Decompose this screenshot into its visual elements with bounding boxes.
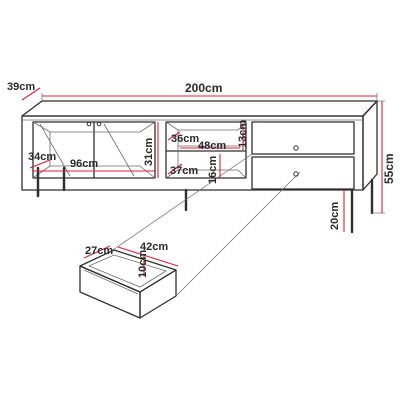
middle-shelves-corner-top: [237, 121, 247, 131]
middle-shelves-inner-wall: [165, 121, 179, 179]
shelf-depth-dim-line: [167, 131, 181, 141]
shelf-depth-label: 36cm: [171, 133, 199, 145]
left-compartment-height-label: 31cm: [143, 138, 155, 166]
left-depth-dim-line: [29, 159, 51, 169]
drawer-leader-line-2: [109, 153, 253, 253]
drawer-depth-label: 27cm: [85, 245, 113, 257]
left-compartment-corner-top: [139, 121, 156, 133]
lower-shelf-depth-label: 37cm: [170, 165, 198, 177]
cabinet: [21, 100, 378, 191]
upper-drawer-knob: [293, 145, 299, 151]
drawer-detail: [79, 153, 301, 319]
left-compartment-inner-wall: [32, 121, 51, 179]
drawer-leader-line-1: [175, 171, 301, 297]
lower-shelf-depth-dim-line: [167, 163, 183, 175]
left-compartment-width-label: 96cm: [70, 158, 98, 170]
height-label: 55cm: [382, 153, 396, 184]
drawer-depth-dim-line: [83, 245, 111, 259]
drawer-front-edge: [83, 269, 139, 295]
drawer-width-dim-line: [117, 246, 179, 267]
left-compartment-depth-label: 34cm: [28, 151, 56, 163]
upper-shelf-height-label: 13cm: [237, 120, 249, 148]
glass-reflection-1: [39, 123, 71, 177]
lower-shelf-height-label: 16cm: [207, 156, 219, 184]
drawer-inner-rim: [87, 254, 167, 288]
cabinet-front-face: [21, 115, 364, 191]
leg-height-label: 20cm: [329, 202, 341, 230]
drawer-width-label: 42cm: [140, 241, 168, 253]
shelf-width-label: 48cm: [198, 140, 226, 152]
middle-shelves-corner-bottom: [237, 169, 247, 179]
dimension-lines: [21, 87, 385, 276]
depth-dim-line: [21, 87, 41, 101]
drawer-height-label: 10cm: [137, 250, 149, 278]
cabinet-legs: [36, 166, 374, 234]
dimension-labels: 39cm 200cm 55cm 20cm 34cm 96cm 31cm 36cm…: [7, 81, 396, 278]
cabinet-top-surface: [21, 100, 378, 117]
glass-reflection-2: [103, 123, 135, 177]
door-knob-right: [96, 121, 102, 127]
lower-drawer-front: [251, 156, 355, 190]
door-knob-left: [86, 121, 92, 127]
depth-label: 39cm: [7, 81, 35, 93]
middle-shelves-frame: [165, 121, 247, 179]
drawer-front-panel: [79, 265, 141, 319]
upper-drawer-front: [251, 121, 355, 155]
cabinet-right-side: [362, 100, 378, 191]
width-label: 200cm: [185, 81, 222, 95]
left-compartment-corner-bottom: [139, 165, 156, 179]
